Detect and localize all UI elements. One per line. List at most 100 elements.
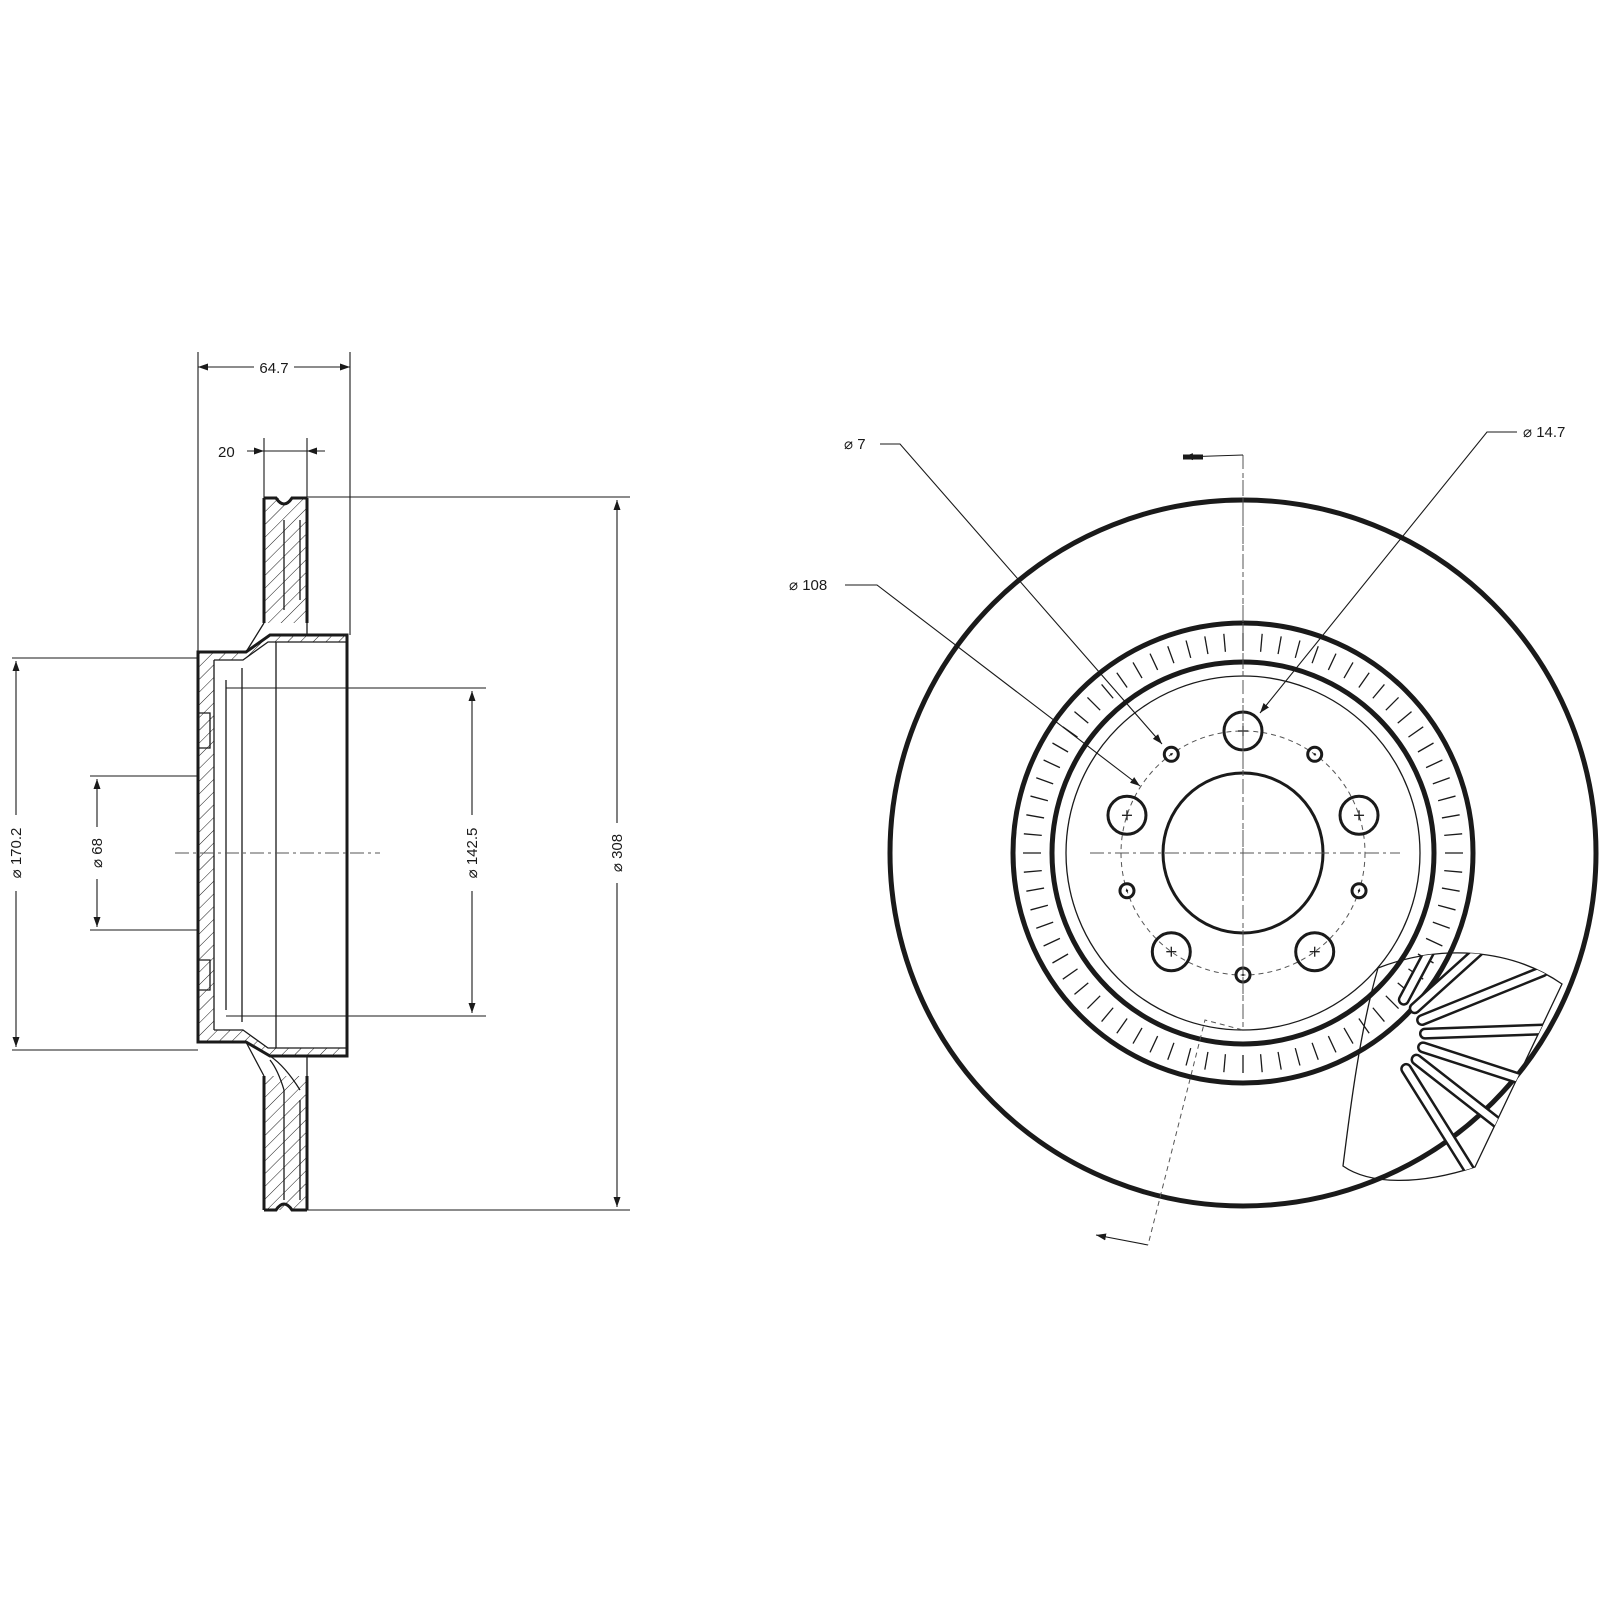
small-hole [1306,745,1324,763]
vent-tick [1101,1007,1114,1022]
side-section-view: 64.7 20 ⌀ 308 ⌀ 170.2 ⌀ 68 ⌀ 142.5 [7,352,630,1212]
disc-to-hat-upper [245,622,308,653]
overall-width-label-group: 64.7 [254,358,294,377]
vent-tick [1311,646,1319,664]
hat-lower-section [198,1030,347,1056]
bore-label: ⌀ 68 [89,838,106,868]
disc-upper-outline [262,496,309,623]
section-cut-line [1147,455,1244,1246]
cooling-vane-fill [1402,1065,1479,1181]
vent-tick [1167,1042,1175,1060]
disc-to-hat-lower [245,1041,308,1091]
vent-tick [1385,696,1400,711]
cooling-vane-fill [1418,967,1547,1024]
vent-tick [1441,814,1460,819]
vent-cutaway-detail [1342,952,1563,1182]
vent-tick [1036,921,1054,929]
small-hole-label: ⌀ 7 [844,436,866,453]
bore-label-group: ⌀ 68 [88,827,106,879]
vent-tick [1425,937,1443,947]
vent-tick [1311,1042,1319,1060]
vent-tick [1223,633,1227,652]
small-hole [1118,882,1136,900]
vent-tick [1052,742,1069,753]
vent-tick [1294,1047,1301,1066]
vent-tick [1132,662,1143,679]
disc-upper-section [264,498,307,623]
bolt-hole [1338,794,1380,836]
vent-tick [1397,711,1412,724]
outer-diameter-label-group: ⌀ 308 [608,823,626,883]
vent-tick [1444,869,1463,873]
pilot-step [198,712,211,991]
vent-tick [1062,968,1078,980]
vent-tick [1432,777,1450,785]
vent-tick [1441,887,1460,892]
vent-tick [1204,636,1209,655]
disc-thickness-label: 20 [218,444,235,461]
bolt-hole-leader [1259,431,1517,714]
vent-channel-lower [283,1090,301,1200]
vent-tick [1204,1051,1209,1070]
vent-tick [1343,662,1354,679]
bolt-hole [1294,931,1336,973]
overall-width-label: 64.7 [259,360,288,377]
bolt-hole-label: ⌀ 14.7 [1523,424,1565,441]
vent-tick [1132,1027,1143,1044]
vent-tick [1116,672,1128,688]
mount-face-inner [213,660,227,1030]
vent-tick [1294,640,1301,659]
disc-lower-outline [262,1076,309,1212]
vent-tick [1167,646,1175,664]
vent-tick [1425,759,1443,769]
small-hole-center [1357,889,1361,892]
vent-tick [1043,937,1061,947]
small-hole-center [1313,753,1316,756]
vent-tick [1086,696,1101,711]
vent-tick [1185,640,1192,659]
vent-tick [1259,633,1263,652]
bolt-circle-label: ⌀ 108 [789,577,827,594]
vent-tick [1052,953,1069,964]
cooling-vane-fill [1411,952,1515,1012]
vent-channel-upper [283,520,301,610]
front-view: ⌀ 7 ⌀ 108 ⌀ 14.7 [789,424,1599,1246]
vent-tick [1030,904,1049,911]
vent-tick [1023,833,1042,837]
hat-inner-upper [214,641,347,1049]
vent-tick [1372,1007,1385,1022]
hat-diameter-label-group: ⌀ 170.2 [7,815,25,891]
inner-hat-label: ⌀ 142.5 [464,828,481,879]
small-hole-leader [880,443,1163,745]
cooling-vane-fill [1421,1025,1559,1038]
vent-tick [1343,1027,1354,1044]
vent-tick [1385,995,1400,1010]
vent-tick [1116,1018,1128,1034]
vent-tick [1036,777,1054,785]
side-extension-lines [12,352,630,1211]
vent-tick [1043,759,1061,769]
vent-tick [1277,1051,1282,1070]
hat-upper-section [198,635,347,660]
vent-tick [1437,904,1456,911]
vent-tick [1185,1047,1192,1066]
vent-tick [1149,653,1159,671]
vent-tick [1327,1035,1337,1053]
hat-diameter-label: ⌀ 170.2 [8,828,25,879]
vent-tick [1432,921,1450,929]
small-hole-center [1170,753,1173,756]
vent-tick [1149,1035,1159,1053]
vent-tick [1437,795,1456,802]
vent-tick [1223,1054,1227,1073]
cooling-vane-fill [1400,952,1469,1004]
disc-lower-section [264,1076,307,1210]
vent-tick [1417,742,1434,753]
vent-tick [1026,814,1045,819]
bolt-hole [1150,931,1192,973]
small-hole [1162,745,1180,763]
small-hole-center [1125,889,1129,892]
outer-diameter-label: ⌀ 308 [609,834,626,872]
small-hole [1350,882,1368,900]
vent-tick [1086,995,1101,1010]
vent-tick [1372,684,1385,699]
